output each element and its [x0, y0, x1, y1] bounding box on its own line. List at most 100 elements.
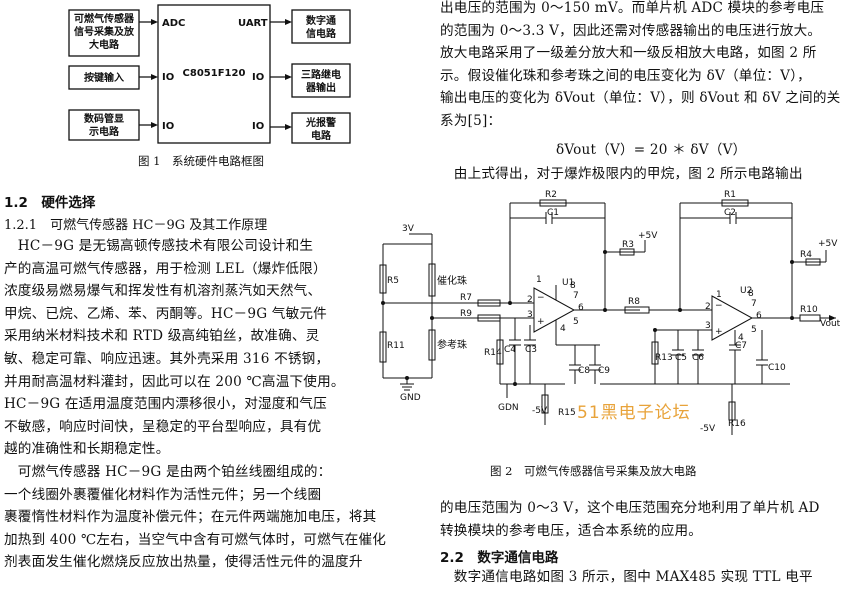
label-c7: C7: [735, 341, 747, 351]
text-line: 一个线圈外裹覆催化材料作为活性元件；另一个线圈: [4, 486, 322, 503]
text-line: HC－9G 在适用温度范围内漂移很小，对湿度和气压: [4, 396, 327, 413]
r13-resistor: [651, 341, 659, 365]
text-line: 不敏感，响应时间快，呈稳定的平台型响应，具有优: [4, 418, 322, 435]
comm-block-line-2: 信电路: [306, 27, 337, 40]
label-r9: R9: [460, 309, 472, 319]
label-minus-5v-2: -5V: [700, 424, 716, 434]
label-r1: R1: [724, 190, 736, 200]
section-1-2-heading: 1.2 硬件选择: [4, 195, 96, 211]
display-block-line-2: 示电路: [89, 125, 120, 138]
text-line: 加热到 400 ℃左右，当空气中含有可燃气体时，可燃气在催化: [4, 531, 387, 548]
label-3v: 3V: [402, 224, 415, 234]
catalytic-bead: [428, 263, 436, 297]
text-line: 产的高温可燃气传感器，用于检测 LEL（爆炸低限）: [4, 260, 327, 277]
label-r4: R4: [800, 250, 812, 260]
label-r13: R13: [655, 353, 673, 363]
reference-bead: [428, 329, 436, 361]
pin-1-u2: 1: [716, 290, 722, 300]
pin-2-u2: 2: [705, 302, 711, 312]
pin-4-u1: 4: [560, 324, 566, 334]
label-c5: C5: [675, 353, 687, 363]
right-para-after-formula: 由上式得出，对于爆炸极限内的甲烷，图 2 所示电路输出: [440, 166, 803, 182]
text-line: 出电压的范围为 0～150 mV。而单片机 ADC 模块的参考电压: [440, 0, 825, 16]
label-c6: C6: [692, 353, 704, 363]
port-adc: ADC: [162, 18, 185, 29]
left-column-text: HC－9G 是无锡高顿传感技术有限公司设计和生 产的高温可燃气传感器，用于检测 …: [4, 235, 386, 574]
label-r15: R15: [558, 408, 576, 418]
text-line: 并用耐高温材料灌封，因此可以在 200 ℃高温下使用。: [4, 373, 345, 390]
label-vout: Vout: [820, 319, 841, 329]
text-line: 越的准确性和长期稳定性。: [4, 441, 170, 458]
pin-8-u2: 8: [748, 289, 754, 299]
label-gdn: GDN: [498, 403, 519, 413]
label-c3: C3: [525, 345, 537, 355]
comm-block-line-1: 数字通: [306, 14, 336, 27]
right-column-text-top: 出电压的范围为 0～150 mV。而单片机 ADC 模块的参考电压 的范围为 0…: [440, 0, 840, 133]
pin-1-u1: 1: [536, 275, 542, 285]
relay-block-line-1: 三路继电: [301, 68, 341, 81]
label-r10: R10: [800, 305, 818, 315]
pin-6-u1: 6: [578, 303, 584, 313]
pin-4-u2: 4: [738, 333, 744, 343]
port-io-left-2: IO: [162, 121, 174, 132]
gas-block-line-2: 信号采集及放: [74, 25, 135, 38]
op-amp-u1: [533, 287, 576, 333]
relay-block-line-2: 器输出: [305, 81, 336, 94]
text-line: HC－9G 是无锡高顿传感技术有限公司设计和生: [4, 238, 314, 254]
gas-block-line-3: 大电路: [89, 38, 120, 51]
right-column-text-bottom: 的电压范围为 0～3 V，这个电压范围充分地利用了单片机 AD 转换模块的参考电…: [440, 497, 820, 542]
pin-3-u1: 3: [527, 310, 533, 320]
alarm-block: [291, 112, 351, 144]
keys-block-label: 按键输入: [84, 71, 124, 84]
label-c10: C10: [768, 363, 786, 373]
label-r5: R5: [387, 276, 399, 286]
text-line: 甲烷、已烷、乙烯、苯、丙酮等。HC－9G 气敏元件: [4, 305, 327, 322]
r15-resistor: [541, 394, 549, 414]
pin-2-u1: 2: [527, 295, 533, 305]
text-line: 示。假设催化珠和参考珠之间的电压变化为 δV（单位：V），: [440, 67, 811, 84]
r3-resistor: [619, 248, 635, 256]
pin-plus-u2: +: [715, 327, 723, 337]
pin-7-u1: 7: [573, 291, 579, 301]
text-line: 放大电路采用了一级差分放大和一级反相放大电路，如图 2 所: [440, 45, 817, 62]
text-line: 转换模块的参考电压，适合本系统的应用。: [440, 522, 703, 539]
pin-3-u2: 3: [705, 321, 711, 331]
figure-2-caption: 图 2 可燃气传感器信号采集及放大电路: [490, 464, 697, 478]
pin-5-u2: 5: [751, 325, 757, 335]
section-1-2-1-heading: 1.2.1 可燃气传感器 HC－9G 及其工作原理: [4, 218, 268, 233]
gas-block-line-1: 可燃气传感器: [74, 12, 135, 25]
pin-6-u2: 6: [756, 311, 762, 321]
text-line: 浓度级易燃易爆气和挥发性有机溶剂蒸汽如天然气、: [4, 283, 322, 300]
label-r14: R14: [484, 348, 502, 358]
r10-resistor: [799, 314, 821, 322]
label-plus-5v-2: +5V: [818, 239, 838, 249]
figure-1-caption: 图 1 系统硬件电路框图: [138, 154, 264, 168]
r5-resistor: [379, 264, 387, 294]
watermark: 51黑电子论坛: [577, 403, 691, 423]
pin-5-u1: 5: [573, 317, 579, 327]
label-c4: C4: [504, 345, 516, 355]
label-catalytic: 催化珠: [437, 274, 467, 287]
label-r16: R16: [728, 419, 746, 429]
pin-minus-u1: −: [537, 293, 545, 303]
text-line: 可燃气传感器 HC－9G 是由两个铂丝线圈组成的：: [4, 463, 332, 480]
label-r2: R2: [545, 190, 557, 200]
alarm-block-line-1: 光报警: [305, 116, 336, 129]
pin-minus-u2: −: [715, 301, 723, 311]
text-line: 敏、稳定可靠、响应迅速。其外壳采用 316 不锈钢，: [4, 350, 330, 367]
label-c2: C2: [724, 208, 736, 218]
r1-resistor: [721, 199, 749, 207]
section-2-2-heading: 2.2 数字通信电路: [440, 550, 559, 566]
comm-block: [291, 9, 351, 44]
label-plus-5v-1: +5V: [638, 231, 658, 241]
r11-resistor: [379, 331, 387, 363]
label-gnd: GND: [400, 393, 421, 403]
pin-7-u2: 7: [751, 299, 757, 309]
text-line: 采用纳米材料技术和 RTD 级高纯铂丝，故准确、灵: [4, 328, 320, 345]
text-line: 裹覆惰性材料作为温度补偿元件；在元件两端施加电压，将其: [4, 509, 377, 526]
label-r7: R7: [460, 293, 472, 303]
label-u2: U2: [740, 286, 752, 296]
r16-resistor: [728, 401, 736, 421]
